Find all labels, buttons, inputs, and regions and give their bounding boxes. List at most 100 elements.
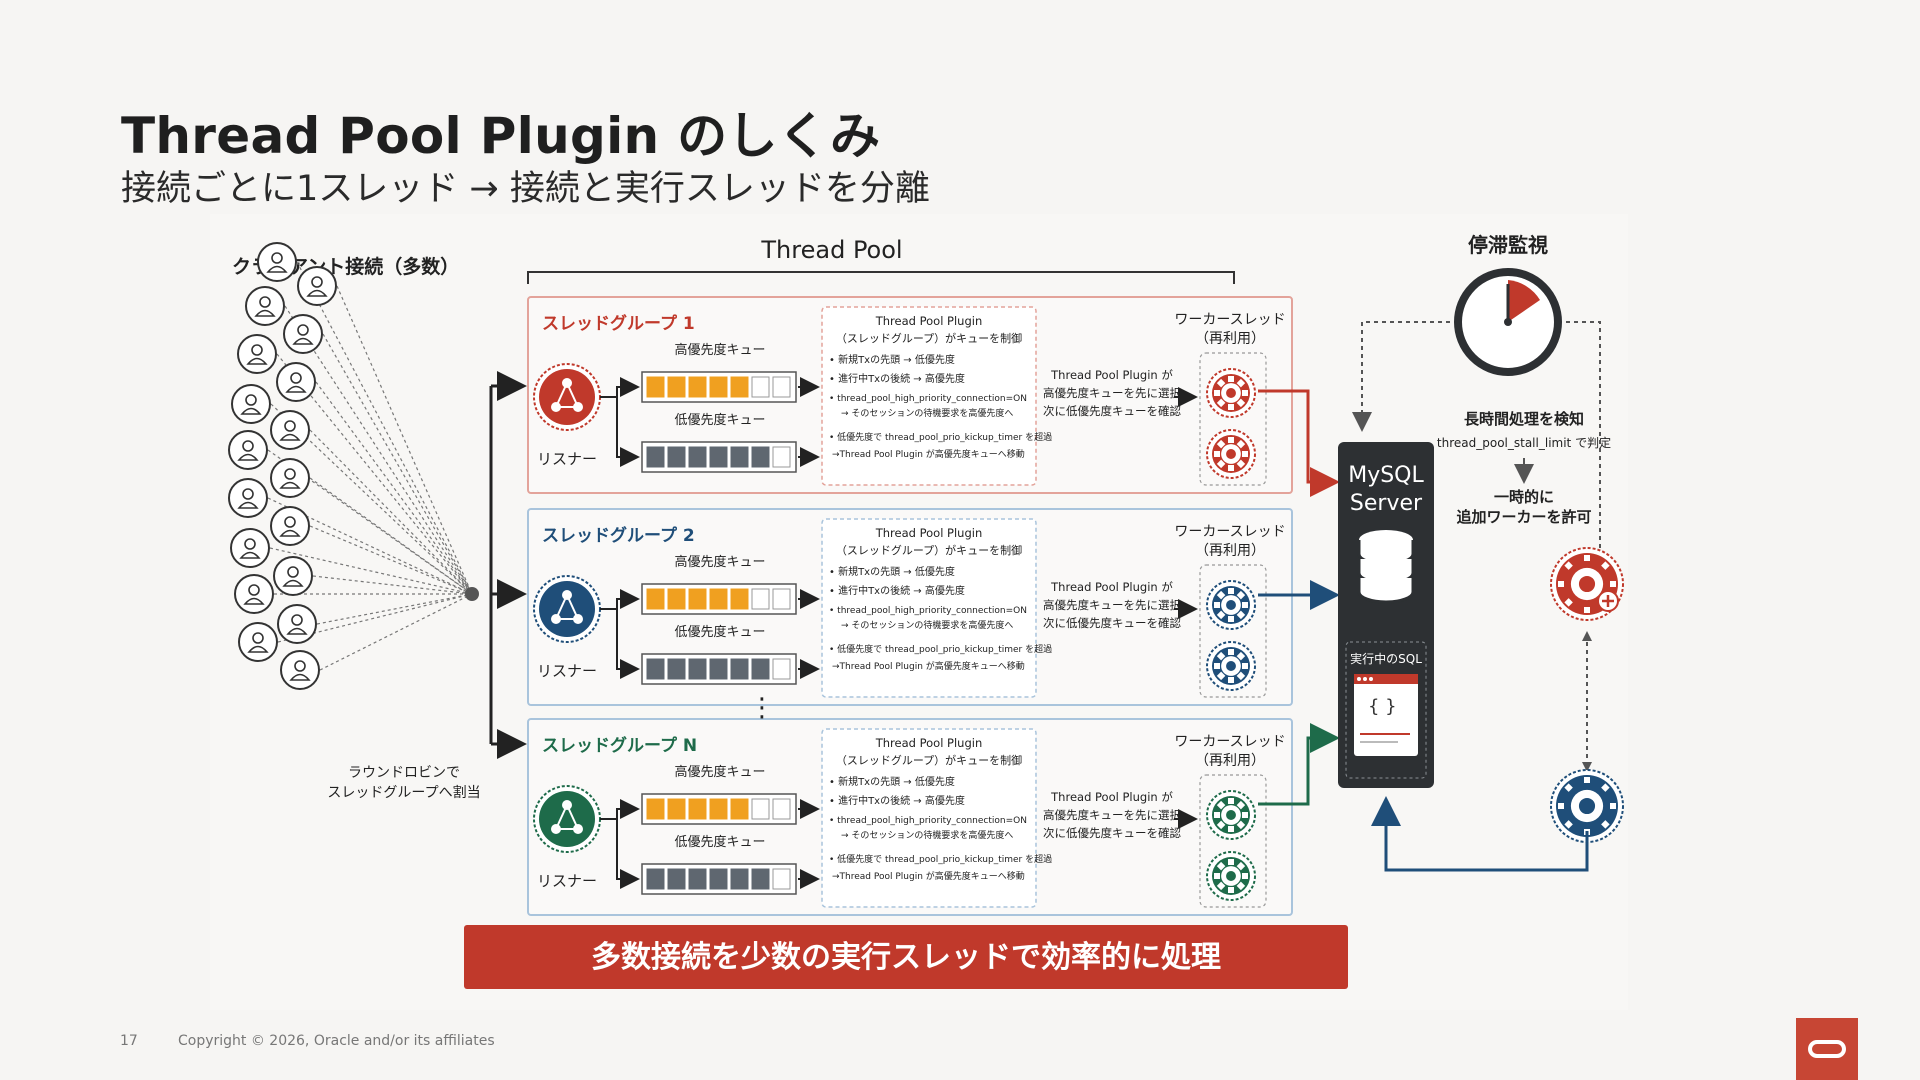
selection-rule-line-1: Thread Pool Plugin が — [1050, 368, 1173, 382]
plugin-box-line-3: • 新規Txの先頭 → 低優先度 — [829, 353, 955, 366]
high-priority-queue — [641, 371, 820, 403]
standby-worker-gear — [1550, 769, 1624, 843]
high-priority-queue-label: 高優先度キュー — [674, 554, 765, 570]
queue-slot — [772, 868, 791, 890]
high-priority-queue — [641, 583, 820, 615]
queue-slot — [709, 658, 728, 680]
low-priority-queue-label: 低優先度キュー — [674, 834, 765, 850]
plugin-box-line-4: • 進行中Txの後続 → 高優先度 — [829, 794, 965, 807]
client-user-icon — [276, 362, 316, 402]
queue-slot — [646, 868, 665, 890]
listener-icon — [533, 363, 601, 431]
page-title: Thread Pool Plugin のしくみ — [121, 107, 881, 165]
listener-label: リスナー — [537, 450, 597, 468]
client-link — [269, 547, 473, 595]
selection-rule-line-3: 次に低優先度キューを確認 — [1043, 616, 1181, 630]
stopwatch-icon — [1454, 268, 1562, 376]
queue-slot — [730, 798, 749, 820]
group-1-to-server-arrow — [1258, 389, 1340, 497]
plugin-box-line-2: （スレッドグループ）がキューを制御 — [836, 331, 1022, 345]
queue-slot — [667, 446, 686, 468]
queue-slot — [709, 868, 728, 890]
listener-icon — [533, 575, 601, 643]
low-priority-queue — [641, 653, 820, 685]
client-user-icon — [270, 506, 310, 546]
page-number: 17 — [120, 1033, 138, 1049]
selection-rule-line-2: 高優先度キューを先に選択 — [1043, 386, 1181, 400]
queue-slot — [772, 376, 791, 398]
client-user-icon — [237, 334, 277, 374]
selection-rule-line-1: Thread Pool Plugin が — [1050, 790, 1173, 804]
queue-slot — [772, 446, 791, 468]
client-link — [309, 525, 473, 595]
client-link — [296, 261, 473, 595]
queue-slot — [667, 868, 686, 890]
client-user-icon — [270, 410, 310, 450]
listener-icon — [533, 785, 601, 853]
worker-gear-icon — [1206, 429, 1256, 479]
thread-pool-bracket — [527, 271, 1235, 284]
client-link — [309, 429, 473, 595]
plugin-box-line-8: →Thread Pool Plugin が高優先度キューへ移動 — [832, 870, 1025, 882]
queue-slot — [730, 868, 749, 890]
sql-window — [1354, 674, 1418, 756]
queue-slot — [709, 446, 728, 468]
queue-slot — [730, 446, 749, 468]
client-user-icon — [277, 604, 317, 644]
selection-rule-line-3: 次に低優先度キューを確認 — [1043, 404, 1181, 418]
worker-pool-frame — [1199, 774, 1267, 908]
client-link — [319, 593, 473, 671]
worker-gear-icon — [1206, 790, 1256, 840]
sql-braces-icon: { } — [1368, 696, 1397, 717]
thread-pool-diagram: クライアント接続（多数） ラウンドロビンで スレッドグループへ割当 Thread… — [228, 233, 1624, 989]
queue-slot — [688, 658, 707, 680]
stall-allow-label-2: 追加ワーカーを許可 — [1456, 508, 1591, 526]
queue-slot — [688, 798, 707, 820]
plugin-control-box: Thread Pool Plugin（スレッドグループ）がキューを制御• 新規T… — [821, 728, 1052, 908]
plugin-box-line-7: • 低優先度で thread_pool_prio_kickup_timer を超… — [829, 853, 1052, 865]
summary-banner-text: 多数接続を少数の実行スレッドで効率的に処理 — [591, 940, 1221, 975]
worker-pool-frame — [1199, 564, 1267, 698]
dispatch-hub — [465, 587, 479, 601]
worker-thread-label: ワーカースレッド — [1174, 524, 1285, 540]
extra-worker-gear-icon — [1550, 547, 1624, 621]
stall-limit-label: thread_pool_stall_limit で判定 — [1437, 435, 1611, 450]
worker-pool-frame — [1199, 352, 1267, 486]
low-priority-queue-label: 低優先度キュー — [674, 624, 765, 640]
client-user-icon — [245, 286, 285, 326]
selection-rule-line-1: Thread Pool Plugin が — [1050, 580, 1173, 594]
client-user-icon — [238, 622, 278, 662]
plugin-control-box: Thread Pool Plugin（スレッドグループ）がキューを制御• 新規T… — [821, 518, 1052, 698]
plugin-box-line-6: → そのセッションの待機要求を高優先度へ — [841, 829, 1013, 841]
plugin-box-line-4: • 進行中Txの後続 → 高優先度 — [829, 372, 965, 385]
queue-slot — [772, 798, 791, 820]
queue-slot — [688, 446, 707, 468]
queue-slot — [646, 798, 665, 820]
summary-banner — [464, 925, 1348, 989]
queue-slot — [730, 658, 749, 680]
client-user-icon — [273, 556, 313, 596]
plugin-box-line-1: Thread Pool Plugin — [875, 314, 983, 328]
queue-slot — [751, 798, 770, 820]
thread-group-title: スレッドグループ 1 — [542, 313, 695, 334]
plugin-box-line-5: • thread_pool_high_priority_connection=O… — [829, 394, 1027, 404]
worker-thread-label: ワーカースレッド — [1174, 312, 1285, 328]
queue-slot — [751, 446, 770, 468]
client-user-icon — [228, 478, 268, 518]
client-user-icon — [228, 430, 268, 470]
plugin-box-line-3: • 新規Txの先頭 → 低優先度 — [829, 775, 955, 788]
oracle-logo — [1796, 1018, 1858, 1080]
queue-slot — [709, 588, 728, 610]
plugin-box-line-1: Thread Pool Plugin — [875, 736, 983, 750]
queue-slot — [646, 588, 665, 610]
plugin-box-line-7: • 低優先度で thread_pool_prio_kickup_timer を超… — [829, 643, 1052, 655]
queue-slot — [646, 658, 665, 680]
plugin-box-line-4: • 進行中Txの後続 → 高優先度 — [829, 584, 965, 597]
thread-group-title: スレッドグループ 2 — [542, 525, 695, 546]
client-link — [312, 575, 473, 595]
queue-slot — [730, 376, 749, 398]
queue-slot — [709, 376, 728, 398]
client-link — [270, 403, 473, 595]
